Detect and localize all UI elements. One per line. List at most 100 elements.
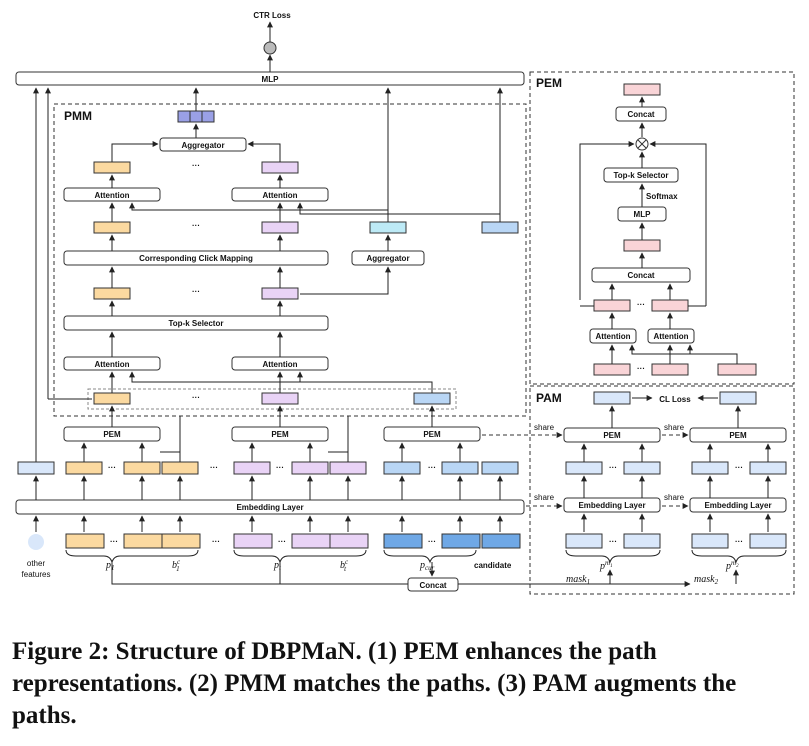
label-candidate: candidate <box>474 561 512 570</box>
dots-16: ··· <box>735 463 743 472</box>
dots-11: ··· <box>428 537 436 546</box>
attention-label: Attention <box>262 360 297 369</box>
topk-output-orange <box>93 287 131 300</box>
pam-raw-4 <box>749 533 787 549</box>
mapped-embedding-orange <box>93 221 131 234</box>
path-embedding-pcur <box>383 461 421 475</box>
pem-mlp-box <box>617 206 667 222</box>
label-mask2: mask2 <box>694 574 719 586</box>
raw-input-pcur-a <box>383 533 423 549</box>
ctr-output-node <box>263 41 277 55</box>
pem-box-label: PEM <box>423 430 441 439</box>
pam-emb-4 <box>749 461 787 475</box>
raw-input-pcur-b <box>441 533 481 549</box>
path-embedding-pt-b <box>291 461 329 475</box>
attention-label: Attention <box>94 191 129 200</box>
dots-12: ··· <box>212 537 220 546</box>
pam-emb-2 <box>623 461 661 475</box>
dots-7: ··· <box>428 463 436 472</box>
topk-selector-label: Top-k Selector <box>169 319 224 328</box>
pam-emb-1 <box>565 461 603 475</box>
pem-panel <box>529 71 795 385</box>
dots-9: ··· <box>110 537 118 546</box>
pam-embedding-layer-right <box>689 497 787 513</box>
label-pt: pt <box>273 560 282 572</box>
mlp-box <box>15 71 525 86</box>
other-features-embedding <box>17 461 55 475</box>
pem-attn-output-left <box>593 299 631 312</box>
share-label-2: share <box>664 423 685 432</box>
dots-5: ··· <box>108 463 116 472</box>
top-aggregator-label: Aggregator <box>181 141 224 150</box>
dots-14: ··· <box>637 364 645 373</box>
pmm-aggregator-label: Aggregator <box>366 254 409 263</box>
pem-mlp-label: MLP <box>634 210 652 219</box>
bottom-concat-label: Concat <box>419 581 446 590</box>
pem-concat-middle-label: Concat <box>627 271 654 280</box>
topk-selector-box <box>63 315 329 331</box>
label-pm2: pm2 <box>725 559 739 572</box>
softmax-label: Softmax <box>646 192 678 201</box>
pem-concat-output <box>623 239 661 252</box>
other-features-label-1: other <box>27 559 46 568</box>
raw-input-p1-b <box>123 533 163 549</box>
dots-13: ··· <box>637 300 645 309</box>
pam-embedding-layer-label: Embedding Layer <box>578 501 645 510</box>
click-mapping-box <box>63 250 329 266</box>
attention-label: Attention <box>653 332 688 341</box>
raw-input-bt <box>329 533 369 549</box>
attention-output-orange <box>93 161 131 174</box>
dots-15: ··· <box>609 463 617 472</box>
raw-input-candidate <box>481 533 521 549</box>
raw-input-pt-a <box>233 533 273 549</box>
cl-loss-label: CL Loss <box>659 395 691 404</box>
label-mask1: mask1 <box>566 574 590 586</box>
pam-panel <box>529 385 795 595</box>
pam-raw-3 <box>691 533 729 549</box>
pam-embedding-layer-label: Embedding Layer <box>704 501 771 510</box>
dots-1: ··· <box>192 161 200 170</box>
brace-pm1 <box>565 549 661 564</box>
path-embedding-p1-b <box>123 461 161 475</box>
pem-box-label: PEM <box>271 430 289 439</box>
brace-pm2 <box>691 549 787 564</box>
pmm-output-embedding <box>177 110 215 123</box>
pam-emb-3 <box>691 461 729 475</box>
dots-6: ··· <box>276 463 284 472</box>
raw-input-pt-b <box>291 533 331 549</box>
label-pm1: pm1 <box>599 559 613 572</box>
candidate-embedding-pmm <box>481 221 519 234</box>
label-p1: p1 <box>105 560 115 572</box>
mapped-embedding-purple <box>261 221 299 234</box>
pam-augmented-left <box>593 391 631 405</box>
dots-8: ··· <box>210 463 218 472</box>
figure-caption: Figure 2: Structure of DBPMaN. (1) PEM e… <box>12 638 737 729</box>
aggregated-embedding <box>369 221 407 234</box>
pem-input-click <box>717 363 757 376</box>
candidate-embedding <box>481 461 519 475</box>
share-label-1: share <box>534 423 555 432</box>
pam-embedding-layer-left <box>563 497 661 513</box>
attention-label: Attention <box>595 332 630 341</box>
embedding-layer-label: Embedding Layer <box>236 503 303 512</box>
pem-output-embedding <box>623 83 661 96</box>
click-embedding-bt <box>329 461 367 475</box>
pem-concat-top-label: Concat <box>627 110 654 119</box>
mlp-label: MLP <box>262 75 280 84</box>
dots-3: ··· <box>192 287 200 296</box>
click-mapping-label: Corresponding Click Mapping <box>139 254 253 263</box>
pem-attention-right <box>647 328 695 344</box>
other-features-label-2: features <box>22 570 51 579</box>
dots-4: ··· <box>192 393 200 402</box>
pam-augmented-right <box>719 391 757 405</box>
pem-topk-selector-box <box>603 167 679 183</box>
pem-box-label: PEM <box>729 431 747 440</box>
brace-pcur <box>383 549 477 564</box>
pem-attention-left <box>589 328 637 344</box>
dots-10: ··· <box>278 537 286 546</box>
dots-17: ··· <box>609 537 617 546</box>
path-embedding-pcur-b <box>441 461 479 475</box>
enhanced-embedding-purple <box>261 392 299 405</box>
architecture-diagram: PMM PEM PAM CTR Loss MLP Aggregator ··· … <box>15 11 795 595</box>
